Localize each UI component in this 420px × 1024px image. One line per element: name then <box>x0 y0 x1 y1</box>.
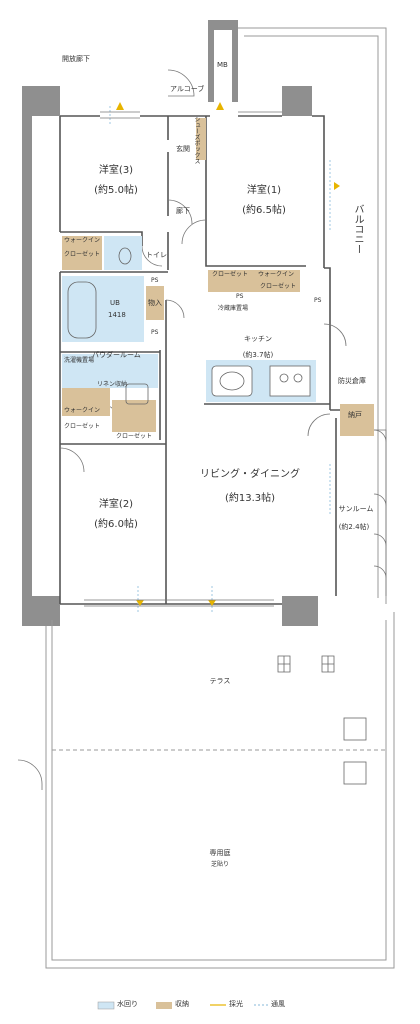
room2-size: (約6.0帖) <box>94 519 138 530</box>
legend-water: 水回り <box>117 1000 138 1008</box>
open-corridor-label: 開放廊下 <box>62 55 90 63</box>
closet-e-label: クローゼット <box>116 433 153 440</box>
interior-walls <box>59 115 372 605</box>
legend-ventilation: 通風 <box>271 1000 285 1008</box>
room2-name: 洋室(2) <box>98 499 134 510</box>
hallway-label: 廊下 <box>176 207 190 215</box>
legend-storage: 収納 <box>175 1000 189 1008</box>
room3-size: (約5.0帖) <box>94 185 138 196</box>
alcove-label: アルコーブ <box>170 85 205 93</box>
outer-boundaries <box>45 27 395 969</box>
ps-label-3: PS <box>236 293 244 300</box>
toilet-label: トイレ <box>146 251 167 259</box>
storage-label: 物入 <box>148 299 162 307</box>
ub-label: UB <box>110 299 120 307</box>
kitchen-label: キッチン <box>244 335 272 343</box>
room1-name: 洋室(1) <box>246 185 282 196</box>
door-swings <box>17 69 347 790</box>
ub-size: 1418 <box>108 311 126 319</box>
windows <box>84 111 282 607</box>
pantry-label: 納戸 <box>348 411 362 419</box>
terrace-label: テラス <box>209 677 231 685</box>
sunroom-name: サンルーム <box>338 505 374 513</box>
closet-b-label: クローゼット <box>212 271 249 278</box>
sunroom-size: (約2.4帖) <box>338 523 370 531</box>
closet-d-label: クローゼット <box>64 423 101 430</box>
garden-label: 専用庭 <box>209 849 231 857</box>
closet-c-label: クローゼット <box>260 283 297 290</box>
disaster-storage-label: 防災倉庫 <box>338 377 366 385</box>
sunroom-windows <box>373 429 387 596</box>
walkin-b-label: ウォークイン <box>258 271 295 278</box>
entrance-label: 玄関 <box>176 145 190 153</box>
room3-name: 洋室(3) <box>98 165 134 176</box>
fixtures <box>67 247 367 785</box>
legend-light: 採光 <box>229 1000 243 1008</box>
structure-walls <box>22 20 318 626</box>
freezer-label: 冷蔵庫置場 <box>218 305 249 312</box>
kitchen-size: (約3.7帖) <box>242 351 274 359</box>
garden-note: 芝貼り <box>210 861 230 868</box>
balcony-label: バルコニー <box>352 204 363 254</box>
linen-label: リネン収納 <box>97 381 128 388</box>
mb-label: MB <box>217 61 228 69</box>
walkin-a-label: ウォークイン <box>64 237 101 244</box>
living-name: リビング・ダイニング <box>200 469 300 480</box>
legend <box>97 1001 268 1010</box>
washer-label: 洗濯機置場 <box>64 357 95 364</box>
ps-label-2: PS <box>151 329 159 336</box>
ps-label-4: PS <box>314 297 322 304</box>
closet-a-label: クローゼット <box>64 251 101 258</box>
ventilation-arrows <box>109 106 331 612</box>
living-size: (約13.3帖) <box>224 493 276 504</box>
shoes-box-label: シューズボックス <box>193 116 200 164</box>
room1-size: (約6.5帖) <box>242 205 286 216</box>
storage-areas <box>62 118 374 436</box>
light-arrows <box>116 102 340 606</box>
ps-label-1: PS <box>151 277 159 284</box>
walkin-c-label: ウォークイン <box>64 407 101 414</box>
powder-room-label: パウダールーム <box>92 351 141 359</box>
